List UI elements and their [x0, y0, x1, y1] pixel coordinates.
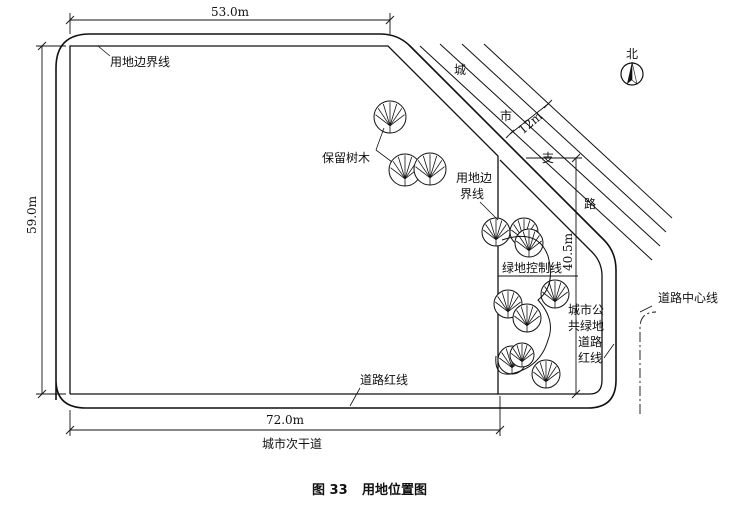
site-boundary-inner-label-2: 界线 [460, 187, 484, 201]
site-boundary-top-label: 用地边界线 [110, 55, 170, 69]
dimension-top [65, 13, 395, 34]
road-center-leader [639, 305, 653, 313]
road-red-line [55, 33, 617, 409]
road-red-line-right-label-1: 道路 [578, 334, 602, 349]
dimension-top-label: 53.0m [211, 5, 250, 19]
street-name-bottom-label: 城市次干道 [262, 436, 322, 451]
preserved-trees-leader [375, 149, 393, 163]
road-center-line [639, 311, 657, 414]
dimension-right [526, 153, 582, 399]
green-control-line-label: 绿地控制线 [502, 260, 562, 275]
preserved-trees-leader-2 [375, 127, 385, 151]
dimension-left-label: 59.0m [25, 195, 39, 234]
dimension-right-label: 40.5m [561, 232, 575, 271]
preserved-trees-label: 保留树木 [322, 150, 370, 165]
tree-icon [531, 359, 561, 389]
road-red-line-bottom-label: 道路红线 [360, 372, 408, 387]
dimension-bottom-label: 72.0m [266, 413, 305, 427]
public-green-outline [495, 236, 551, 375]
dimension-bottom [65, 396, 505, 436]
road-width-label: 12m [516, 109, 546, 137]
north-arrow-icon [620, 61, 644, 86]
branch-road-char-2: 市 [500, 108, 512, 123]
north-label: 北 [626, 47, 638, 61]
tree-icon [509, 342, 535, 368]
site-boundary-inner-leader [479, 201, 499, 221]
tree-icon [481, 217, 511, 247]
public-green-label-1: 城市公 [568, 302, 604, 317]
branch-road-char-1: 城 [454, 63, 466, 77]
figure-title: 用地位置图 [361, 482, 427, 498]
tree-icon [514, 228, 544, 258]
site-boundary-line [69, 45, 603, 395]
tree-icon [413, 152, 447, 186]
figure-number: 图 33 [312, 483, 348, 498]
public-green-label-2: 共绿地 [568, 318, 604, 333]
dimension-left [36, 41, 66, 399]
tree-group [373, 100, 570, 389]
tree-icon [540, 279, 570, 309]
branch-road-char-4: 路 [584, 196, 596, 211]
tree-icon [373, 100, 407, 134]
city-branch-road [419, 43, 673, 261]
site-boundary-inner-label-1: 用地边 [456, 171, 492, 185]
road-red-line-right-label-2: 红线 [578, 350, 602, 365]
site-boundary-top-leader [97, 45, 111, 57]
road-center-line-label: 道路中心线 [658, 290, 718, 305]
tree-icon [512, 303, 542, 333]
road-red-line-bottom-leader [349, 387, 361, 407]
road-red-line-right-leader [603, 343, 615, 359]
road-width-dimension [505, 99, 553, 139]
